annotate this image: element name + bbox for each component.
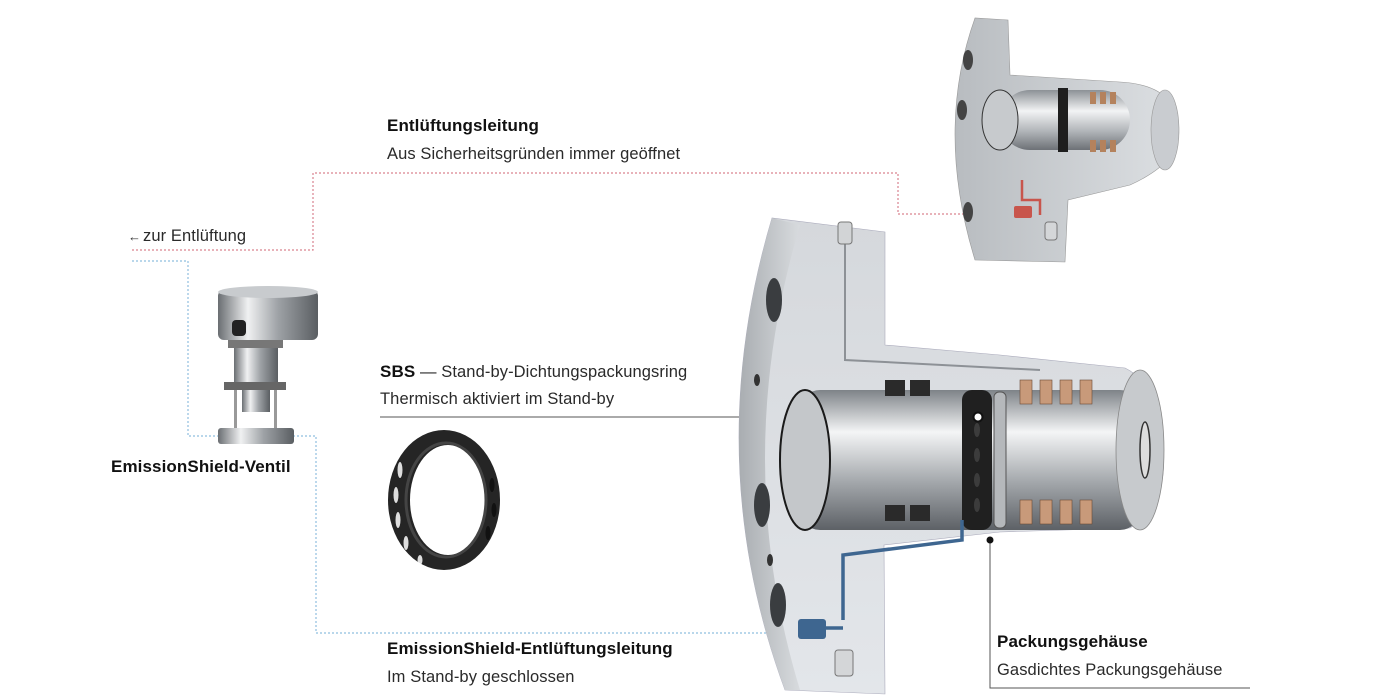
housing-label: Packungsgehäuse Gasdichtes Packungsgehäu… [997, 632, 1223, 680]
sbs-ring-illustration [388, 430, 500, 570]
es-vent-line-dotted [132, 260, 800, 634]
arrow-left-icon: ← [128, 229, 141, 244]
sbs-label: SBS — Stand-by-Dichtungspackungsring The… [380, 362, 687, 409]
es-vent-line-subtitle: Im Stand-by geschlossen [387, 668, 575, 686]
sbs-subtitle: Thermisch aktiviert im Stand-by [380, 390, 615, 408]
es-vent-line-label: EmissionShield-Entlüftungsleitung Im Sta… [387, 639, 673, 687]
vent-line-title: Entlüftungsleitung [387, 116, 539, 135]
housing-title: Packungsgehäuse [997, 632, 1148, 651]
sbs-leader-dot-icon [972, 411, 984, 423]
sbs-title-rest: — Stand-by-Dichtungspackungsring [415, 363, 688, 381]
housing-leader-line [989, 540, 1250, 689]
sbs-title-bold: SBS [380, 362, 416, 381]
valve-title: EmissionShield-Ventil [111, 457, 291, 476]
to-vent-label: ← zur Entlüftung [128, 227, 246, 246]
vent-line-dotted [132, 172, 1018, 251]
housing-subtitle: Gasdichtes Packungsgehäuse [997, 661, 1223, 679]
vent-line-label: Entlüftungsleitung Aus Sicherheitsgründe… [387, 116, 680, 164]
to-vent-text: zur Entlüftung [143, 227, 247, 245]
es-vent-line-title: EmissionShield-Entlüftungsleitung [387, 639, 673, 658]
sbs-title: SBS — Stand-by-Dichtungspackungsring [380, 362, 687, 382]
housing-leader-dot-icon [986, 536, 994, 544]
vent-line-subtitle: Aus Sicherheitsgründen immer geöffnet [387, 145, 681, 163]
emissionshield-valve-illustration [218, 286, 318, 444]
